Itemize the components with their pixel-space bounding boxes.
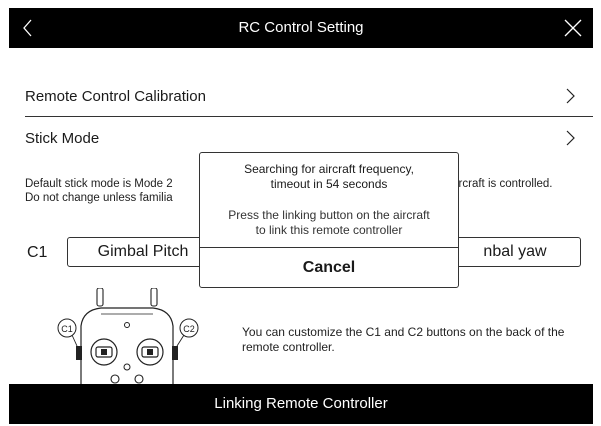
chevron-right-icon (566, 130, 575, 146)
linking-dialog: Searching for aircraft frequency, timeou… (199, 152, 459, 288)
calibration-row[interactable]: Remote Control Calibration (25, 88, 577, 105)
status-bar: Linking Remote Controller (9, 384, 593, 424)
page-title: RC Control Setting (238, 19, 364, 36)
cancel-button[interactable]: Cancel (302, 259, 356, 276)
stick-mode-label: Stick Mode (25, 130, 100, 147)
searching-line1: Searching for aircraft frequency, (244, 162, 414, 176)
searching-message: Searching for aircraft frequency, timeou… (210, 162, 448, 192)
illustration-c1-label: C1 (61, 324, 73, 334)
stick-mode-note-line2: Do not change unless familia (25, 191, 585, 205)
stick-mode-row[interactable]: Stick Mode (25, 130, 577, 147)
instruction-line2: to link this remote controller (255, 223, 403, 237)
stick-mode-note-tail: ircraft is controlled. (456, 177, 586, 191)
illustration-c2-label: C2 (183, 324, 195, 334)
divider (25, 116, 593, 117)
c1-label: C1 (27, 244, 48, 261)
chevron-left-icon (23, 19, 32, 37)
close-button[interactable] (553, 8, 593, 48)
back-button[interactable] (9, 8, 49, 48)
customize-note: You can customize the C1 and C2 buttons … (242, 325, 565, 354)
instruction-line1: Press the linking button on the aircraft (228, 208, 430, 222)
calibration-label: Remote Control Calibration (25, 88, 206, 105)
stick-mode-note-line1-tail: ircraft is controlled. (456, 178, 553, 190)
status-label: Linking Remote Controller (214, 395, 388, 412)
c1-function-value: Gimbal Pitch (97, 243, 189, 260)
remote-controller-illustration: C1 C2 (57, 288, 199, 384)
c2-function-value: nbal yaw (483, 243, 547, 260)
dialog-divider (200, 247, 458, 248)
c1-function-select[interactable]: Gimbal Pitch (67, 237, 219, 267)
close-icon (564, 19, 582, 37)
chevron-right-icon (566, 88, 575, 104)
searching-line2: timeout in 54 seconds (270, 177, 388, 191)
title-bar: RC Control Setting (9, 8, 593, 48)
stick-mode-note: Default stick mode is Mode 2 (25, 177, 585, 191)
stick-mode-note-line1: Default stick mode is Mode 2 (25, 178, 173, 190)
stick-mode-note-line2-text: Do not change unless familia (25, 192, 173, 204)
linking-instruction: Press the linking button on the aircraft… (210, 208, 448, 238)
